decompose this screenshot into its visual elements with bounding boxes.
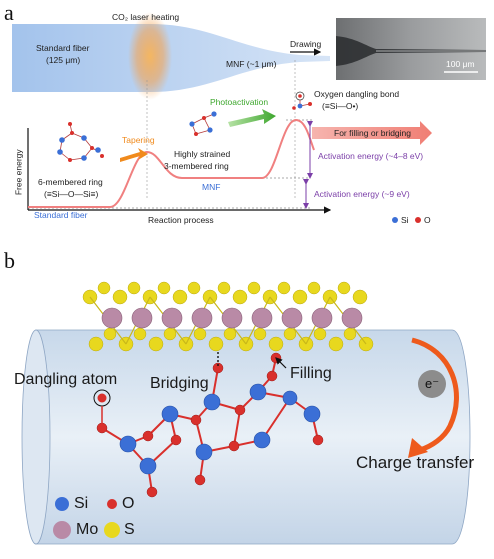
strained-label-1: Highly strained <box>174 149 231 159</box>
legend-si-dot-b <box>55 497 69 511</box>
x-axis-label: Reaction process <box>148 215 214 225</box>
panel-a-label: a <box>4 0 14 25</box>
panel-b-label: b <box>4 248 15 273</box>
dangling-atom-label: Dangling atom <box>14 371 118 388</box>
standard-fiber-label-1: Standard fiber <box>36 43 90 53</box>
legend-s-dot <box>104 522 120 538</box>
six-ring-label-1: 6-membered ring <box>38 177 103 187</box>
legend-mo-label: Mo <box>76 521 99 538</box>
laser-heating-label: CO₂ laser heating <box>112 12 180 22</box>
electron-circle <box>418 370 446 398</box>
six-ring-molecule <box>57 122 104 162</box>
legend-mo-dot <box>53 521 71 539</box>
legend-si-dot-a <box>392 217 398 223</box>
for-filling-label: For filling or bridging <box>334 128 412 138</box>
charge-transfer-arrow <box>411 337 459 453</box>
tapering-arrow <box>120 148 148 162</box>
for-filling-arrow <box>312 121 432 145</box>
silica-network <box>96 352 324 498</box>
three-ring-molecule <box>189 111 217 136</box>
electron-label: e⁻ <box>425 376 440 391</box>
filling-label: Filling <box>290 365 332 382</box>
photoactivation-label: Photoactivation <box>210 97 269 107</box>
dangling-bond-label-2: (≡Si—O•) <box>322 101 359 111</box>
standard-fiber-label-2: (125 μm) <box>46 55 81 65</box>
legend-si-label-b: Si <box>74 495 89 512</box>
energy-curve <box>28 118 315 208</box>
legend-o-dot-b <box>107 499 117 509</box>
legend-s-label: S <box>124 521 135 538</box>
strained-label-2: 3-membered ring <box>164 161 229 171</box>
drawing-label: Drawing <box>290 39 322 49</box>
standard-fiber-level-label: Standard fiber <box>34 210 88 220</box>
dangling-bond-label-1: Oxygen dangling bond <box>314 89 400 99</box>
legend-si-label-a: Si <box>401 215 409 225</box>
mnf-label: MNF (~1 μm) <box>226 59 277 69</box>
dangling-bond-molecule <box>292 91 312 110</box>
mos2-layer <box>82 281 374 352</box>
photoactivation-arrow <box>228 109 276 127</box>
y-axis-label: Free energy <box>13 149 24 196</box>
mnf-level-label: MNF <box>202 182 221 192</box>
filling-arrow <box>275 357 287 369</box>
bridging-label: Bridging <box>150 375 209 392</box>
six-ring-label-2: (≡Si—O—Si≡) <box>44 189 99 199</box>
activation-small-label: Activation energy (~4–8 eV) <box>318 151 424 161</box>
activation-large-label: Activation energy (~9 eV) <box>314 189 410 199</box>
laser-glow <box>128 12 172 100</box>
legend-o-label-b: O <box>122 495 135 512</box>
fiber-cylinder <box>25 329 471 545</box>
tapering-label: Tapering <box>122 135 155 145</box>
legend-o-label-a: O <box>424 215 431 225</box>
legend-o-dot-a <box>415 217 421 223</box>
charge-transfer-label: Charge transfer <box>356 453 475 472</box>
scale-bar-label: 100 μm <box>446 59 475 69</box>
